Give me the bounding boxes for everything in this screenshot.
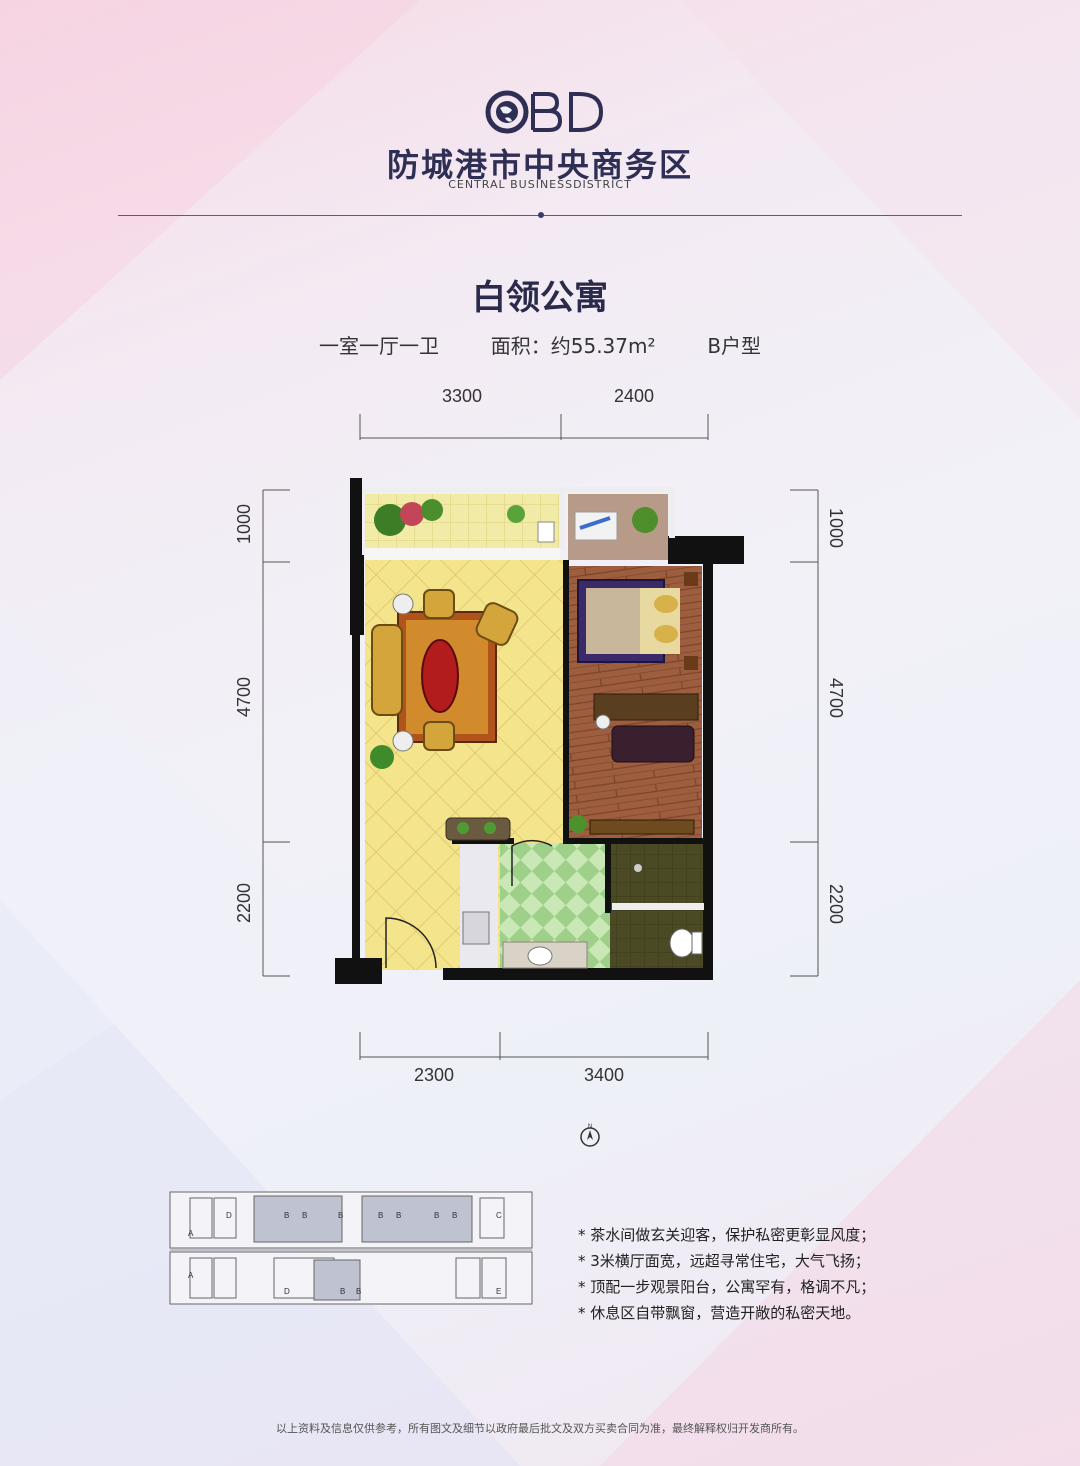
key-label-b9: B (356, 1287, 361, 1296)
key-label-e: E (496, 1287, 501, 1296)
north-compass-icon: N (580, 1124, 600, 1147)
key-label-d1: D (226, 1211, 232, 1220)
dim-right-1: 1000 (826, 508, 846, 548)
cbd-logo (485, 90, 604, 134)
key-label-d2: D (284, 1287, 290, 1296)
area-text: 面积：约55.37m² (490, 334, 656, 358)
key-label-b5: B (396, 1211, 401, 1220)
bathroom-fixtures (462, 864, 704, 969)
doors (385, 839, 553, 969)
kitchenette-counter (460, 843, 498, 968)
brand-name-en: CENTRAL BUSINESSDISTRICT (448, 178, 632, 191)
key-label-a1: A (188, 1229, 194, 1238)
key-label-b8: B (340, 1287, 345, 1296)
dim-left-2: 4700 (234, 677, 254, 717)
balcony-door (365, 548, 560, 560)
feature-list: * 茶水间做玄关迎客，保护私密更彰显风度； * 3米横厅面宽，远超寻常住宅，大气… (578, 1222, 875, 1326)
key-label-c: C (496, 1211, 502, 1220)
dim-right-2: 4700 (826, 678, 846, 718)
key-label-b1: B (284, 1211, 289, 1220)
feature-item: * 顶配一步观景阳台，公寓罕有，格调不凡； (578, 1278, 876, 1296)
compass-label: N (588, 1124, 592, 1130)
building-key-plan: A D B B B B B B B C A D B B E (169, 1191, 533, 1305)
dim-bottom-2: 3400 (584, 1065, 624, 1085)
dim-left-1: 1000 (234, 504, 254, 544)
dim-right-3: 2200 (826, 884, 846, 924)
floor-plan: 3300 2400 2300 3400 1000 4700 2200 1000 … (234, 386, 846, 1085)
dim-top-1: 3300 (442, 386, 482, 406)
dimension-right (790, 489, 819, 977)
balcony-plants (374, 499, 658, 543)
living-room-furniture (370, 589, 519, 841)
balcony-frames (362, 487, 675, 550)
dim-bottom-1: 2300 (414, 1065, 454, 1085)
unit-info: 一室一厅一卫 面积：约55.37m² B户型 (0, 330, 1080, 359)
key-label-a2: A (188, 1271, 194, 1280)
feature-item: * 茶水间做玄关迎客，保护私密更彰显风度； (578, 1226, 876, 1244)
feature-item: * 休息区自带飘窗，营造开敞的私密天地。 (578, 1304, 861, 1322)
divider-dot (538, 212, 544, 218)
dim-left-3: 2200 (234, 883, 254, 923)
dimension-top (359, 414, 709, 440)
brand-name-cn: 防城港市中央商务区 (386, 146, 693, 184)
dim-top-2: 2400 (614, 386, 654, 406)
feature-item: * 3米横厅面宽，远超寻常住宅，大气飞扬； (578, 1252, 870, 1270)
bedroom-furniture (569, 572, 699, 835)
key-label-b7: B (452, 1211, 457, 1220)
dimension-left (262, 489, 290, 977)
layout-text: 一室一厅一卫 (318, 334, 439, 358)
page-title: 白领公寓 (472, 278, 608, 318)
walls (335, 478, 744, 984)
dimension-bottom (359, 1032, 709, 1060)
key-label-b4: B (378, 1211, 383, 1220)
unit-type-text: B户型 (707, 334, 762, 358)
key-label-b2: B (302, 1211, 307, 1220)
key-label-b3: B (338, 1211, 343, 1220)
disclaimer: 以上资料及信息仅供参考，所有图文及细节以政府最后批文及双方买卖合同为准，最终解释… (276, 1422, 804, 1435)
key-label-b6: B (434, 1211, 439, 1220)
